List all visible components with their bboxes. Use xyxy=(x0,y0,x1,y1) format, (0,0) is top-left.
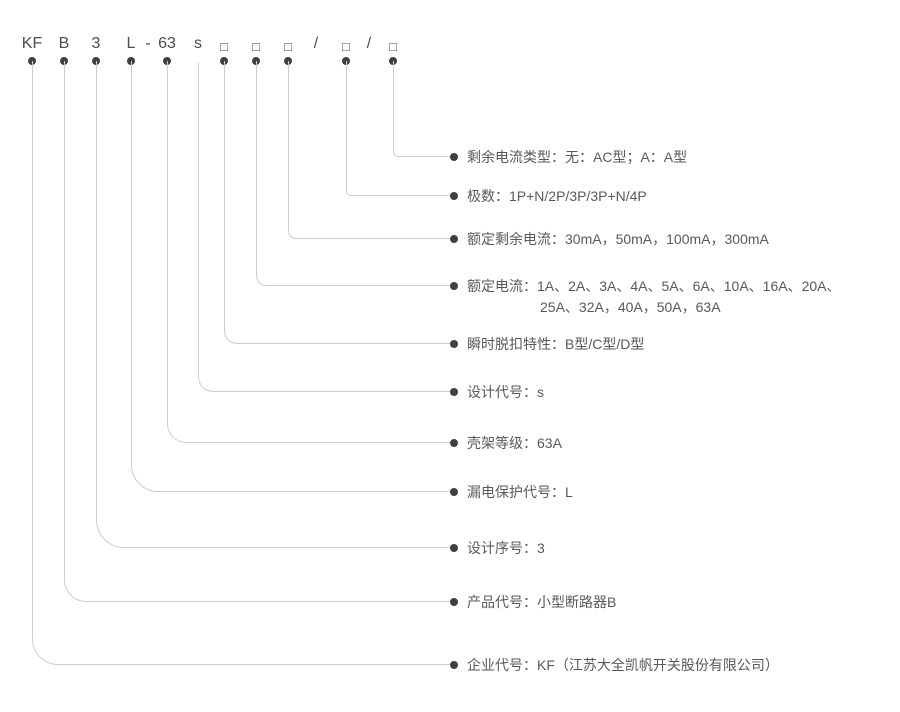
label-box2-line2: 25A、32A，40A，50A，63A xyxy=(540,299,721,315)
code-char-dash: - xyxy=(145,35,151,52)
connector-b xyxy=(64,61,454,602)
label-bullet-l xyxy=(450,488,458,496)
label-box4: 极数：1P+N/2P/3P/3P+N/4P xyxy=(467,188,647,204)
label-bullet-box3 xyxy=(450,235,458,243)
connector-box4 xyxy=(346,61,454,196)
code-char-slash1: / xyxy=(313,35,319,52)
connector-s xyxy=(198,63,454,392)
connector-n63 xyxy=(167,61,454,443)
connector-kf xyxy=(32,61,454,665)
label-kf: 企业代号：KF（江苏大全凯帆开关股份有限公司） xyxy=(467,657,779,673)
code-char-box5: □ xyxy=(389,39,397,54)
label-bullet-n63 xyxy=(450,439,458,447)
label-l: 漏电保护代号：L xyxy=(467,484,573,500)
code-char-kf: KF xyxy=(21,35,43,52)
label-bullet-box5 xyxy=(450,153,458,161)
code-char-s: s xyxy=(194,35,202,52)
label-box5: 剩余电流类型：无：AC型；A：A型 xyxy=(467,149,688,165)
connector-box2 xyxy=(256,61,454,286)
label-n63: 壳架等级：63A xyxy=(467,435,562,451)
label-box3: 额定剩余电流：30mA，50mA，100mA，300mA xyxy=(467,231,769,247)
connector-box3 xyxy=(288,61,454,239)
label-n3: 设计序号：3 xyxy=(467,540,545,556)
label-box2: 额定电流：1A、2A、3A、4A、5A、6A、10A、16A、20A、 xyxy=(467,278,841,294)
connector-box5 xyxy=(393,61,454,157)
label-box1: 瞬时脱扣特性：B型/C型/D型 xyxy=(467,336,645,352)
label-bullet-kf xyxy=(450,661,458,669)
code-char-n63: 63 xyxy=(158,35,176,52)
connector-box1 xyxy=(224,61,454,344)
code-char-box4: □ xyxy=(342,39,350,54)
code-char-n3: 3 xyxy=(91,35,101,52)
code-char-slash2: / xyxy=(366,35,372,52)
label-bullet-n3 xyxy=(450,544,458,552)
label-bullet-box2 xyxy=(450,282,458,290)
label-bullet-box4 xyxy=(450,192,458,200)
connector-n3 xyxy=(96,61,454,548)
label-bullet-s xyxy=(450,388,458,396)
label-b: 产品代号：小型断路器B xyxy=(467,594,617,610)
code-char-box3: □ xyxy=(284,39,292,54)
code-char-box1: □ xyxy=(220,39,228,54)
code-char-l: L xyxy=(126,35,136,52)
label-s: 设计代号：s xyxy=(467,384,544,400)
code-char-box2: □ xyxy=(252,39,260,54)
label-bullet-b xyxy=(450,598,458,606)
code-char-b: B xyxy=(58,35,70,52)
connector-l xyxy=(131,61,454,492)
label-bullet-box1 xyxy=(450,340,458,348)
